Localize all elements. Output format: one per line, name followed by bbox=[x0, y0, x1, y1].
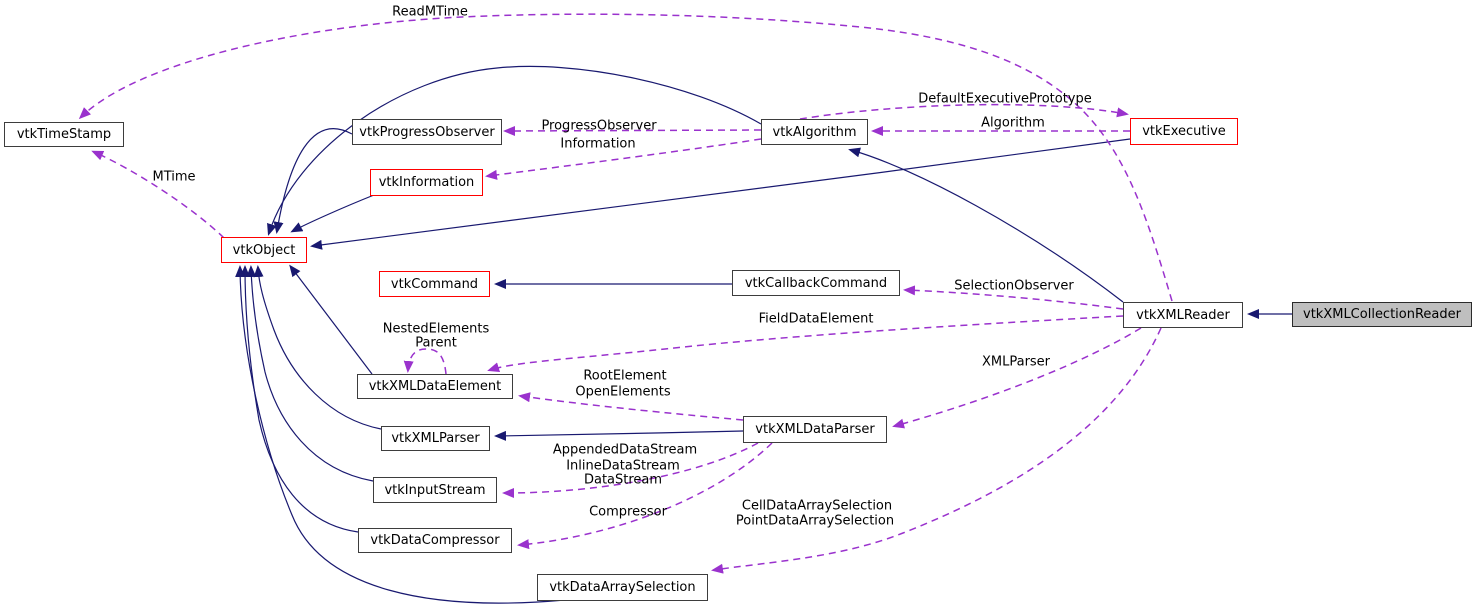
node-vtkXMLDataElement[interactable]: vtkXMLDataElement bbox=[357, 374, 513, 399]
edge-inherit-vtkExecutive-vtkObject bbox=[310, 138, 1131, 250]
edge-label-openelements: OpenElements bbox=[575, 384, 671, 400]
node-vtkInputStream[interactable]: vtkInputStream bbox=[373, 477, 497, 503]
edge-inherit-vtkProgressObserver-vtkObject bbox=[273, 128, 353, 234]
edge-inherit-vtkXMLParser-vtkObject bbox=[253, 265, 382, 430]
edge-inherit-vtkDataArraySelection-vtkObject bbox=[235, 265, 566, 604]
edge-label-mtime: MTime bbox=[152, 169, 196, 185]
edge-label-compressor: Compressor bbox=[589, 504, 667, 520]
node-vtkAlgorithm[interactable]: vtkAlgorithm bbox=[761, 119, 868, 145]
edge-label-celldataarrayselection: CellDataArraySelection bbox=[741, 498, 893, 514]
edge-inherit-vtkXMLDataElement-vtkObject bbox=[289, 264, 373, 375]
node-vtkCallbackCommand[interactable]: vtkCallbackCommand bbox=[732, 270, 900, 296]
node-vtkXMLParser[interactable]: vtkXMLParser bbox=[381, 426, 490, 451]
edge-label-selectionobserver: SelectionObserver bbox=[954, 278, 1074, 294]
node-vtkCommand[interactable]: vtkCommand bbox=[379, 271, 490, 297]
node-vtkXMLDataParser[interactable]: vtkXMLDataParser bbox=[743, 416, 887, 443]
node-vtkExecutive[interactable]: vtkExecutive bbox=[1130, 118, 1238, 145]
edge-label-appendeddatastream: AppendedDataStream bbox=[552, 442, 698, 458]
edge-inherit-vtkInformation-vtkObject bbox=[290, 194, 375, 233]
edge-usage-mtime bbox=[91, 150, 225, 239]
edge-usage-celldataarrayselection bbox=[711, 327, 1162, 574]
edge-label-inlinedatastream: InlineDataStream bbox=[566, 458, 680, 474]
edge-usage-nestedelements-selfloop bbox=[403, 348, 447, 375]
node-vtkDataArraySelection[interactable]: vtkDataArraySelection bbox=[537, 574, 708, 601]
edge-usage-defaultexecutiveprototype bbox=[799, 103, 1129, 120]
node-vtkObject[interactable]: vtkObject bbox=[221, 237, 307, 263]
edge-label-algorithm: Algorithm bbox=[981, 115, 1045, 131]
edge-inherit-vtkAlgorithm-vtkObject bbox=[267, 65, 762, 236]
edge-label-nestedelements: NestedElements bbox=[382, 321, 490, 337]
edge-label-xmlparser: XMLParser bbox=[981, 354, 1051, 370]
edge-usage-selectionobserver bbox=[903, 285, 1124, 310]
edge-label-fielddataelement: FieldDataElement bbox=[758, 311, 874, 327]
edge-inherit-vtkDataCompressor-vtkObject bbox=[240, 265, 359, 533]
node-vtkXMLReader[interactable]: vtkXMLReader bbox=[1123, 302, 1243, 328]
edge-usage-progressobserver bbox=[503, 125, 762, 136]
node-vtkInformation[interactable]: vtkInformation bbox=[370, 169, 483, 196]
edge-label-pointdataarrayselection: PointDataArraySelection bbox=[735, 513, 895, 529]
edge-inherit-vtkXMLDataParser-vtkXMLParser bbox=[494, 430, 744, 441]
edge-usage-rootelement bbox=[518, 392, 744, 421]
edge-label-rootelement: RootElement bbox=[583, 368, 667, 384]
edge-usage-xmlparser bbox=[892, 327, 1142, 429]
edge-label-readmtime: ReadMTime bbox=[392, 4, 468, 20]
edge-inherit-vtkInputStream-vtkObject bbox=[246, 265, 374, 482]
edge-usage-fielddataelement bbox=[487, 315, 1124, 373]
edge-label-parent: Parent bbox=[415, 335, 457, 351]
node-vtkXMLCollectionReader[interactable]: vtkXMLCollectionReader bbox=[1292, 302, 1472, 327]
edge-usage-information bbox=[485, 138, 762, 180]
edge-label-datastream: DataStream bbox=[583, 472, 663, 488]
node-vtkTimeStamp[interactable]: vtkTimeStamp bbox=[4, 122, 124, 147]
edge-usage-readmtime bbox=[78, 13, 1173, 302]
node-vtkProgressObserver[interactable]: vtkProgressObserver bbox=[352, 119, 502, 145]
edge-inherit-vtkXMLReader-vtkAlgorithm bbox=[848, 147, 1124, 303]
edge-label-information: Information bbox=[560, 136, 636, 152]
edge-label-defaultexecutiveprototype: DefaultExecutivePrototype bbox=[918, 91, 1092, 107]
edge-label-progressobserver: ProgressObserver bbox=[541, 118, 657, 134]
node-vtkDataCompressor[interactable]: vtkDataCompressor bbox=[358, 528, 512, 553]
edge-usage-appendeddatastream bbox=[502, 442, 759, 498]
